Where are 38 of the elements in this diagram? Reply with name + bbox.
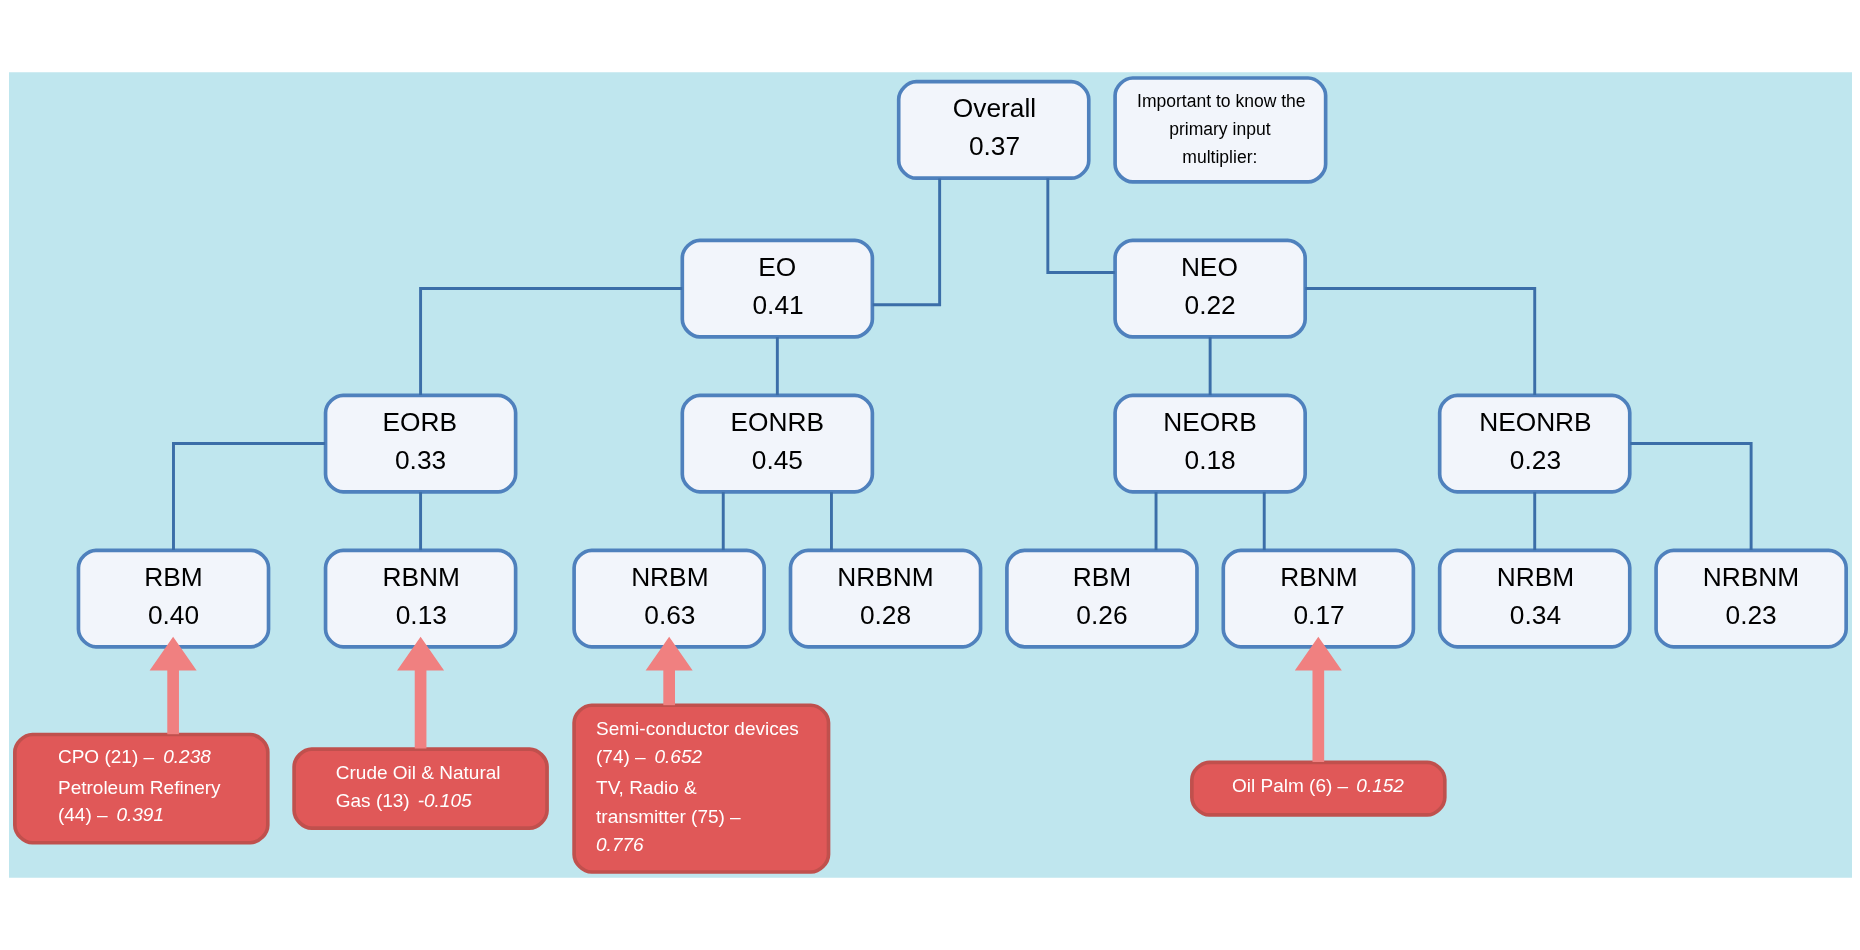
node-box: RBM 0.26	[1004, 548, 1199, 649]
connector	[1532, 492, 1536, 551]
node-box: EO 0.41	[679, 238, 874, 339]
connector	[1629, 442, 1753, 550]
connector	[1304, 287, 1536, 395]
node-box: Crude Oil & Natural Gas (13) -0.105	[291, 747, 549, 830]
node-box: EONRB 0.45	[679, 393, 874, 494]
node-box: Oil Palm (6) – 0.152	[1189, 760, 1447, 817]
connector	[721, 492, 725, 551]
connector	[1154, 492, 1157, 551]
node-box: RBM 0.40	[76, 548, 270, 649]
node-box: NRBNM 0.23	[1653, 548, 1848, 649]
node-box: Semi-conductor devices (74) – 0.652 TV, Radio & transmitter (75) – 0.776	[571, 703, 830, 874]
arrow	[149, 636, 197, 735]
node-box: NRBNM 0.28	[788, 548, 982, 649]
node-box: NRBM 0.63	[571, 548, 766, 649]
node-box: NRBM 0.34	[1437, 548, 1632, 649]
connector	[1262, 492, 1266, 551]
arrow	[645, 636, 693, 706]
arrow	[396, 636, 444, 749]
node-box: NEORB 0.18	[1112, 393, 1307, 494]
node-box: Important to know the primary input multiplier:	[1112, 76, 1327, 184]
connector	[829, 492, 833, 551]
node-box: CPO (21) – 0.238 Petroleum Refinery (44) – 0.391	[12, 732, 270, 845]
node-box: NEO 0.22	[1112, 238, 1307, 339]
node-box: NEONRB 0.23	[1437, 393, 1632, 494]
node-box: RBNM 0.17	[1220, 548, 1415, 649]
arrow	[1294, 636, 1342, 762]
connector	[872, 178, 941, 307]
connector	[1208, 337, 1212, 396]
connector	[418, 492, 422, 551]
node-box: EORB 0.33	[323, 393, 517, 494]
connector	[775, 337, 779, 396]
connector	[171, 442, 325, 550]
connector	[418, 287, 682, 395]
connector	[1045, 178, 1115, 274]
node-box: Overall 0.37	[896, 79, 1091, 180]
node-box: RBNM 0.13	[323, 548, 517, 649]
